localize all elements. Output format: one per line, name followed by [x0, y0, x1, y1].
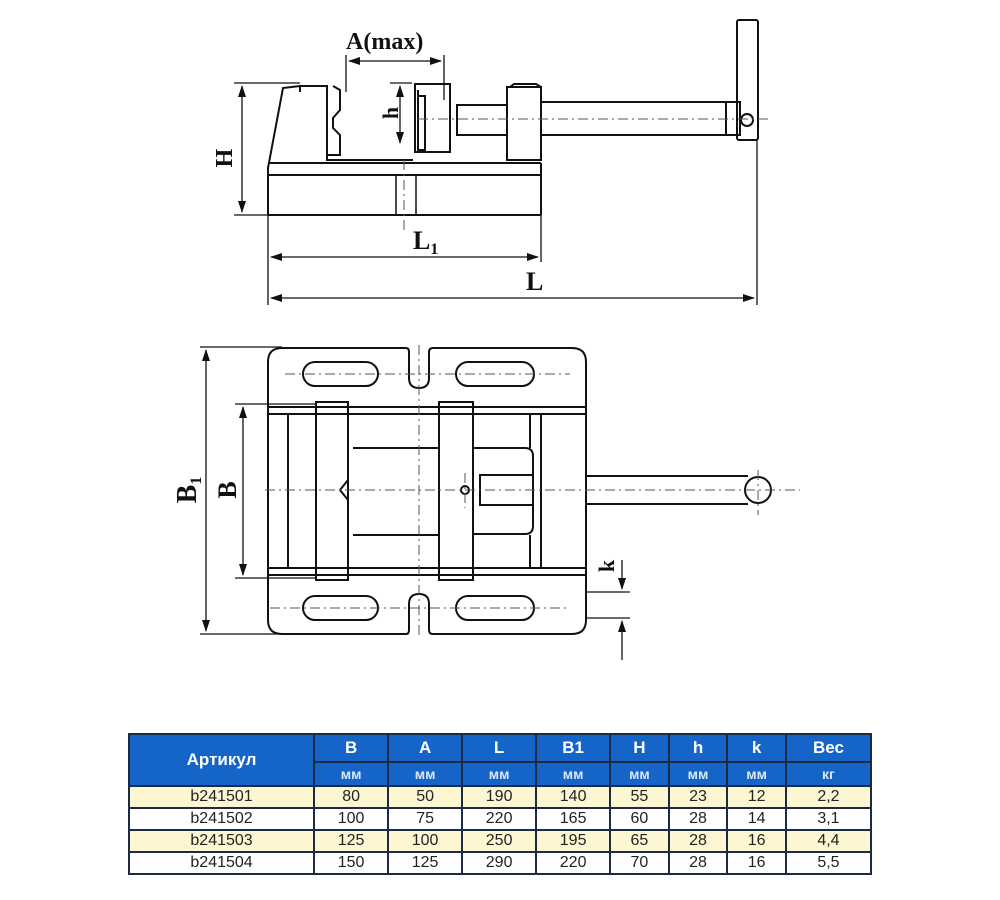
label-h-jaw: h	[378, 107, 403, 119]
cell-article: b241503	[127, 829, 316, 853]
cell-value: 28	[667, 807, 729, 831]
cell-article: b241501	[127, 785, 316, 809]
header-h-jaw: h	[667, 733, 729, 763]
cell-value: 150	[313, 851, 390, 875]
label-b: B	[213, 481, 242, 498]
unit-weight: кг	[784, 761, 873, 787]
label-l1: L1	[413, 226, 438, 258]
cell-value: 65	[609, 829, 670, 853]
cell-value: 195	[535, 829, 612, 853]
label-a-max: A(max)	[346, 29, 423, 55]
cell-value: 190	[461, 785, 538, 809]
specifications-table: Артикул B A L B1 H h k Вес мм мм мм мм м…	[127, 733, 873, 875]
cell-value: 4,4	[784, 829, 873, 853]
cell-value: 28	[667, 851, 729, 875]
header-a: A	[387, 733, 464, 763]
cell-article: b241502	[127, 807, 316, 831]
cell-value: 290	[461, 851, 538, 875]
top-view	[267, 347, 772, 635]
table-row: b241502 100 75 220 165 60 28 14 3,1	[127, 807, 873, 831]
cell-value: 14	[726, 807, 787, 831]
cell-value: 165	[535, 807, 612, 831]
technical-drawing: A(max) H h L1 L	[172, 19, 800, 660]
label-l: L	[526, 267, 543, 296]
cell-value: 140	[535, 785, 612, 809]
unit-h-jaw: мм	[667, 761, 729, 787]
label-b1: B1	[172, 477, 205, 504]
side-view	[267, 19, 759, 216]
cell-value: 125	[387, 851, 464, 875]
cell-value: 16	[726, 829, 787, 853]
header-l: L	[461, 733, 538, 763]
table-row: b241504 150 125 290 220 70 28 16 5,5	[127, 851, 873, 875]
cell-value: 5,5	[784, 851, 873, 875]
table-row: b241503 125 100 250 195 65 28 16 4,4	[127, 829, 873, 853]
header-b: B	[313, 733, 390, 763]
cell-value: 70	[609, 851, 670, 875]
cell-value: 3,1	[784, 807, 873, 831]
unit-a: мм	[387, 761, 464, 787]
cell-value: 80	[313, 785, 390, 809]
unit-h-height: мм	[609, 761, 670, 787]
cell-article: b241504	[127, 851, 316, 875]
cell-value: 55	[609, 785, 670, 809]
header-h-height: H	[609, 733, 670, 763]
cell-value: 75	[387, 807, 464, 831]
cell-value: 250	[461, 829, 538, 853]
cell-value: 50	[387, 785, 464, 809]
cell-value: 100	[387, 829, 464, 853]
cell-value: 220	[461, 807, 538, 831]
table-row: b241501 80 50 190 140 55 23 12 2,2	[127, 785, 873, 809]
header-b1: B1	[535, 733, 612, 763]
cell-value: 2,2	[784, 785, 873, 809]
label-h-height: H	[212, 148, 238, 167]
label-k: k	[594, 559, 619, 572]
header-article: Артикул	[127, 733, 316, 787]
cell-value: 220	[535, 851, 612, 875]
unit-b1: мм	[535, 761, 612, 787]
cell-value: 12	[726, 785, 787, 809]
unit-b: мм	[313, 761, 390, 787]
cell-value: 23	[667, 785, 729, 809]
header-weight: Вес	[784, 733, 873, 763]
header-k: k	[726, 733, 787, 763]
cell-value: 28	[667, 829, 729, 853]
cell-value: 16	[726, 851, 787, 875]
cell-value: 60	[609, 807, 670, 831]
unit-l: мм	[461, 761, 538, 787]
cell-value: 100	[313, 807, 390, 831]
cell-value: 125	[313, 829, 390, 853]
unit-k: мм	[726, 761, 787, 787]
